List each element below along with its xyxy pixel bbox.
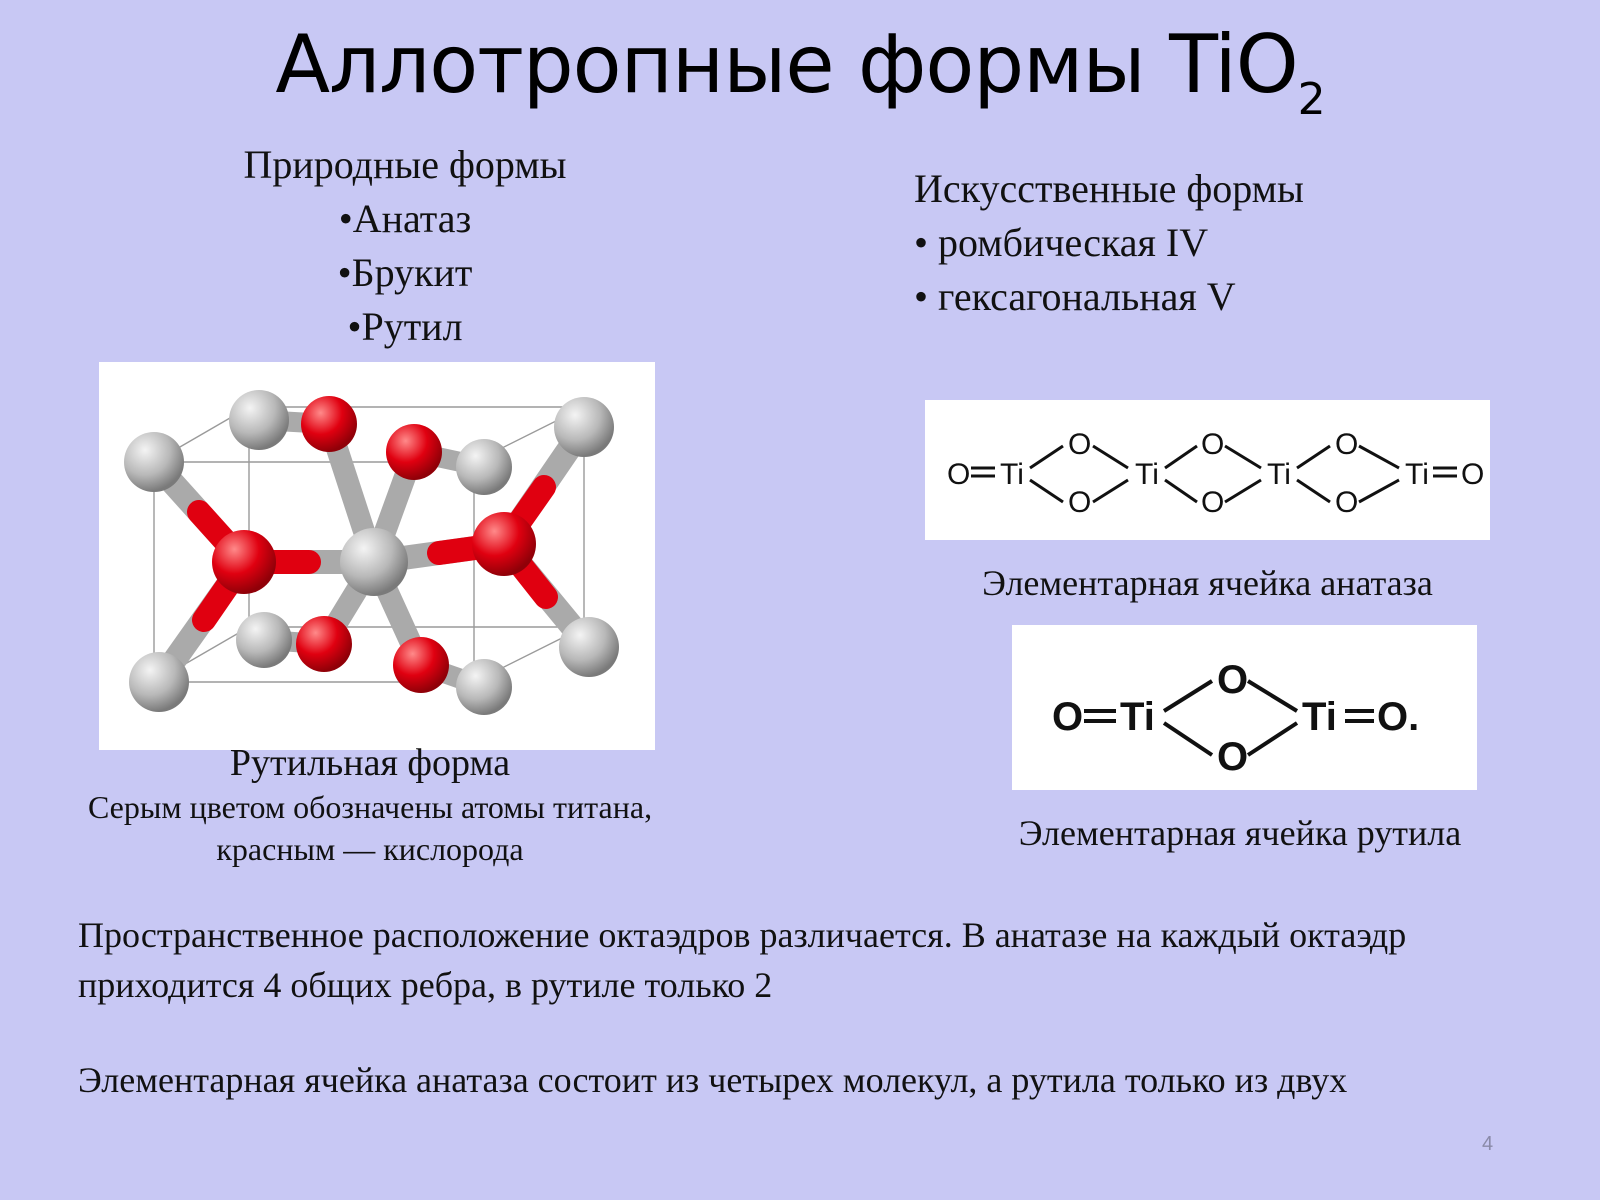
octahedra-paragraph: Пространственное расположение октаэдров … [78,915,1407,1005]
atom-ti-label: Ti [1135,458,1159,491]
artificial-forms-block: Искусственные формы ромбическая IV гекса… [914,162,1514,324]
natural-forms-block: Природные формы •Анатаз •Брукит •Рутил [200,138,610,354]
rutile-ball-stick-model [124,390,619,715]
atom-o-label: O [1335,486,1358,519]
atom-o-label: O [1201,486,1224,519]
titanium-atom-center [340,528,408,596]
rutile-cell-caption: Элементарная ячейка рутила [1018,813,1462,853]
atom-o-label: O [1217,735,1248,779]
anatase-bonds [971,444,1457,504]
artificial-form-orthorhombic: ромбическая IV [914,216,1514,270]
artificial-form-hexagonal: гексагональная V [914,270,1514,324]
natural-forms-heading: Природные формы [243,142,567,187]
rutile-form-caption: Рутильная форма [229,742,511,784]
titanium-atom [456,439,512,495]
page-number: 4 [1482,1133,1494,1155]
titanium-atom [129,652,189,712]
rutile-cell-image: O Ti O O Ti O. [1012,625,1477,790]
rutile-note-line2: красным — кислорода [216,831,524,867]
atom-ti-label: Ti [1302,695,1337,739]
atom-o-label: O [1461,458,1484,491]
unit-cell-paragraph: Элементарная ячейка анатаза состоит из ч… [78,1060,1348,1100]
titanium-atom [236,612,292,668]
artificial-forms-heading: Искусственные формы [914,166,1304,211]
rutile-structure-image [99,362,655,750]
atom-o-label: O [1201,428,1224,461]
titanium-atom [554,397,614,457]
atom-o-label: O [1217,658,1248,702]
anatase-cell-image: O Ti O O Ti O O Ti O O Ti O [925,400,1490,540]
atom-o-label: O [1068,428,1091,461]
atom-ti-label: Ti [1120,695,1155,739]
rutile-note-line1: Серым цветом обозначены атомы титана, [87,789,653,825]
titanium-atom [124,432,184,492]
rutile-caption-block: Рутильная форма Серым цветом обозначены … [50,740,690,870]
natural-form-anatase: •Анатаз [338,196,472,241]
oxygen-atom [472,512,536,576]
anatase-cell-caption: Элементарная ячейка анатаза [982,563,1433,603]
anatase-cell-formula: O Ti O O Ti O O Ti O O Ti O [947,428,1484,519]
oxygen-atom [212,530,276,594]
oxygen-atom [301,396,357,452]
slide-title: Аллотропные формы TiO2 [275,18,1325,125]
natural-form-rutile: •Рутил [347,304,463,349]
rutile-formula-labels: O Ti O O Ti O. [1052,658,1419,779]
atom-o-label: O [1052,695,1083,739]
oxygen-atom [296,616,352,672]
rutile-bonds [1084,679,1374,757]
atom-o-label: O [1068,486,1091,519]
atom-ti-label: Ti [1405,458,1429,491]
atom-o-label: O [947,458,970,491]
atom-ti-label: Ti [1267,458,1291,491]
atom-o-label: O [1335,428,1358,461]
titanium-atom [559,617,619,677]
titanium-atom [456,659,512,715]
atom-ti-label: Ti [1000,458,1024,491]
natural-form-brookite: •Брукит [337,250,473,295]
oxygen-atom [393,637,449,693]
rutile-cell-formula: O Ti O O Ti O. [1052,658,1419,779]
anatase-formula-labels: O Ti O O Ti O O Ti O O Ti O [947,428,1484,519]
titanium-atom [229,390,289,450]
oxygen-atom [386,424,442,480]
atom-o-end-label: O. [1377,695,1419,739]
